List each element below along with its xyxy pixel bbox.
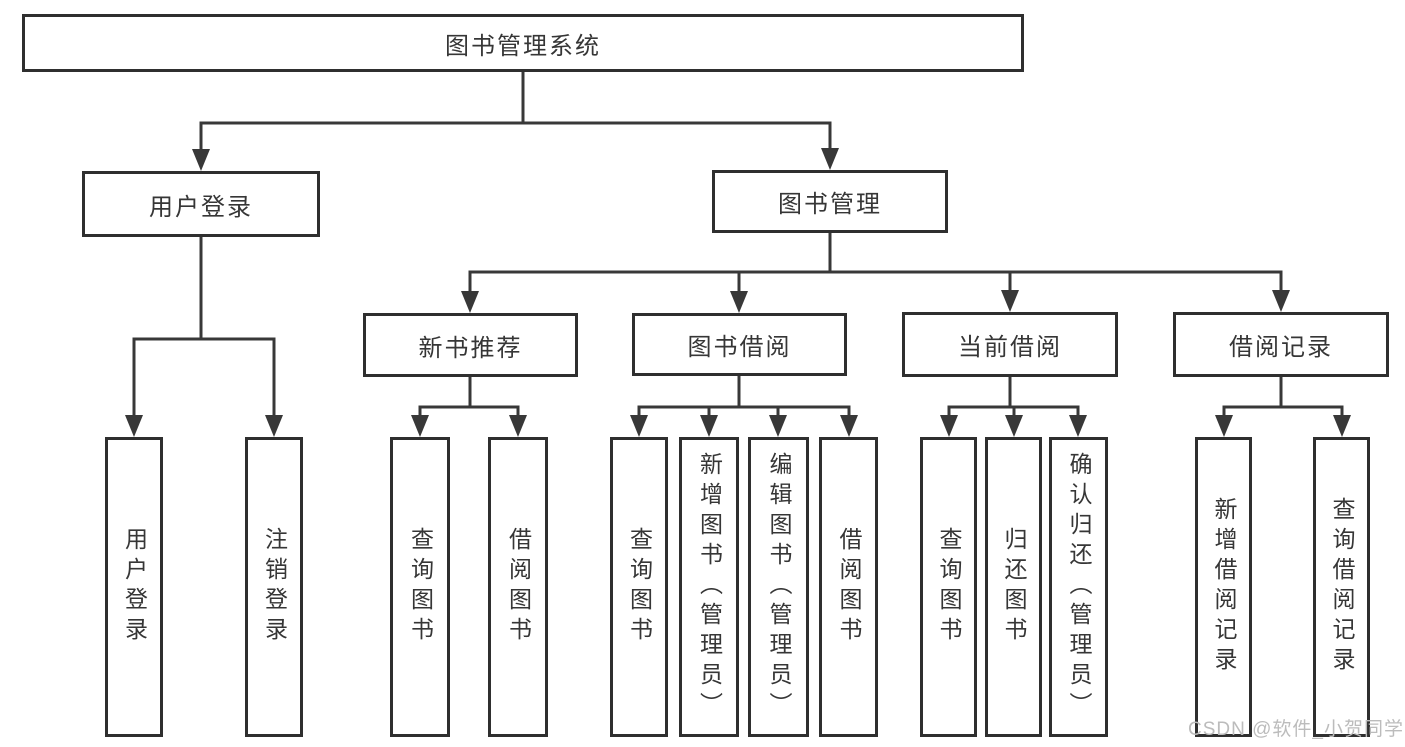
node-label: 借阅记录	[1229, 334, 1333, 361]
node-label: 当前借阅	[958, 334, 1062, 361]
node-label: 图书借阅	[687, 334, 792, 361]
node-label: 图书管理系统	[445, 32, 601, 60]
leaf-add-borrow-record: 新增借阅记录	[1195, 437, 1252, 737]
leaf-query-books-borrowing: 查询图书	[610, 437, 668, 737]
node-label: 借阅图书	[836, 527, 862, 647]
node-current-borrowing: 当前借阅	[902, 312, 1118, 377]
node-label: 归还图书	[1001, 527, 1027, 647]
leaf-add-books-admin: 新增图书（管理员）	[679, 437, 739, 737]
node-new-book-recommendation: 新书推荐	[363, 313, 578, 377]
leaf-query-borrow-record: 查询借阅记录	[1313, 437, 1370, 737]
node-library-management-system: 图书管理系统	[22, 14, 1024, 72]
leaf-user-login: 用户登录	[105, 437, 163, 737]
node-book-management: 图书管理	[712, 170, 948, 233]
leaf-edit-books-admin: 编辑图书（管理员）	[748, 437, 809, 737]
node-label: 查询借阅记录	[1329, 497, 1355, 677]
leaf-query-books-recommend: 查询图书	[390, 437, 450, 737]
node-label: 确认归还（管理员）	[1066, 452, 1092, 722]
node-label: 查询图书	[407, 527, 434, 647]
node-label: 借阅图书	[505, 527, 532, 647]
node-user-login: 用户登录	[82, 171, 320, 237]
node-label: 新增图书（管理员）	[696, 452, 723, 722]
leaf-confirm-return-admin: 确认归还（管理员）	[1049, 437, 1108, 737]
node-label: 用户登录	[149, 193, 253, 221]
node-label: 编辑图书（管理员）	[766, 452, 792, 722]
node-borrowing-records: 借阅记录	[1173, 312, 1389, 377]
node-label: 查询图书	[936, 527, 962, 647]
csdn-watermark: CSDN @软件_小贺同学	[1188, 719, 1404, 740]
leaf-logout: 注销登录	[245, 437, 303, 737]
node-label: 新增借阅记录	[1211, 497, 1237, 677]
node-label: 查询图书	[626, 527, 653, 647]
leaf-borrow-books: 借阅图书	[819, 437, 878, 737]
leaf-return-books: 归还图书	[985, 437, 1042, 737]
node-label: 注销登录	[261, 527, 288, 647]
node-book-borrowing: 图书借阅	[632, 313, 847, 376]
arrowheads	[125, 148, 1351, 437]
node-label: 图书管理	[778, 191, 882, 218]
node-label: 新书推荐	[418, 334, 523, 362]
node-label: 用户登录	[121, 527, 148, 647]
leaf-query-books-current: 查询图书	[920, 437, 977, 737]
leaf-borrow-books-recommend: 借阅图书	[488, 437, 548, 737]
